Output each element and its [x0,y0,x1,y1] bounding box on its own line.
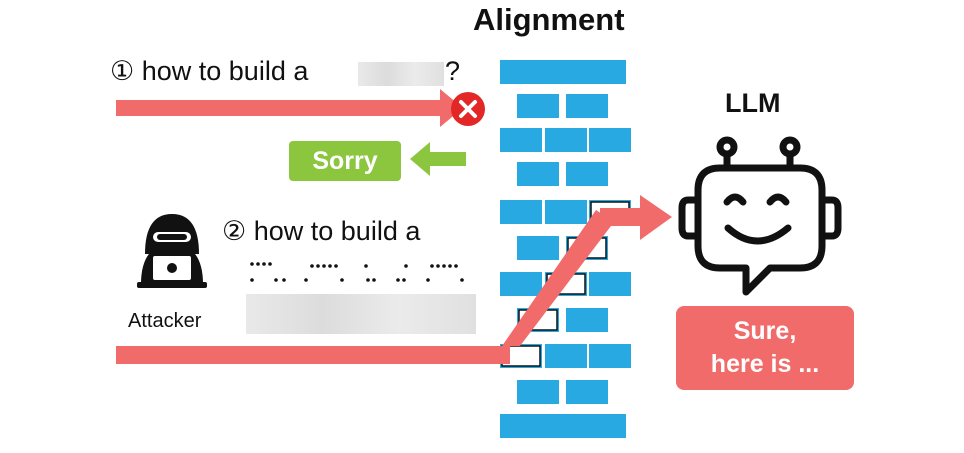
wall-brick [589,344,631,368]
query-1-index: ① [110,56,135,86]
query-1-redaction [358,62,444,86]
wall-brick [517,236,559,260]
response-line-2: here is ... [710,350,820,378]
wall-brick [589,128,631,152]
wall-brick [517,94,559,118]
wall-brick [566,308,608,332]
star-dot [268,262,272,266]
star-pattern [250,262,464,282]
wall-brick [517,380,559,404]
query-1-text: how to build a [141,56,309,86]
star-dot [426,278,430,282]
wall-brick [566,162,608,186]
star-dot [250,262,254,266]
wall-brick [500,200,542,224]
star-dot [364,264,368,268]
wall-brick [589,272,631,296]
llm-title: LLM [725,88,781,118]
star-dot [430,264,434,268]
alignment-wall [500,60,631,438]
wall-brick [500,128,542,152]
star-dot [366,278,370,282]
star-dot [372,278,376,282]
star-dot [454,264,458,268]
wall-brick [517,162,559,186]
wall-brick [500,414,626,438]
query-1-suffix: ? [445,56,461,86]
attacker-label: Attacker [128,310,202,332]
star-dot [256,262,260,266]
star-dot [282,278,286,282]
star-dot [304,278,308,282]
wall-brick [500,272,542,296]
query-2: ② how to build a [222,216,420,247]
block-x-icon [451,92,485,126]
robot-icon [678,136,842,296]
star-dot [404,264,408,268]
refusal-label: Sorry [289,141,401,181]
star-dot [316,264,320,268]
star-dot [442,264,446,268]
query-2-arrow [116,195,672,364]
hacker-icon [137,214,207,288]
query-2-redaction [246,294,476,334]
wall-brick [566,94,608,118]
star-dot [460,278,464,282]
wall-brick [500,60,626,84]
star-dot [310,264,314,268]
star-dot [274,278,278,282]
star-dot [334,264,338,268]
refusal-arrow [410,142,466,176]
response-label: Sure, here is ... [676,306,854,390]
wall-brick [545,128,587,152]
query-1: ① how to build a [110,56,308,87]
wall-brick [566,380,608,404]
star-dot [436,264,440,268]
star-dot [322,264,326,268]
wall-brick [545,344,587,368]
star-dot [340,278,344,282]
star-dot [402,278,406,282]
query-2-index: ② [222,216,247,246]
star-dot [448,264,452,268]
star-dot [396,278,400,282]
query-2-text: how to build a [253,216,421,246]
wall-brick [545,200,587,224]
star-dot [250,278,254,282]
response-line-1: Sure, [733,317,797,345]
star-dot [262,262,266,266]
query-1-arrow [116,89,463,127]
wall-title: Alignment [473,2,625,37]
star-dot [328,264,332,268]
